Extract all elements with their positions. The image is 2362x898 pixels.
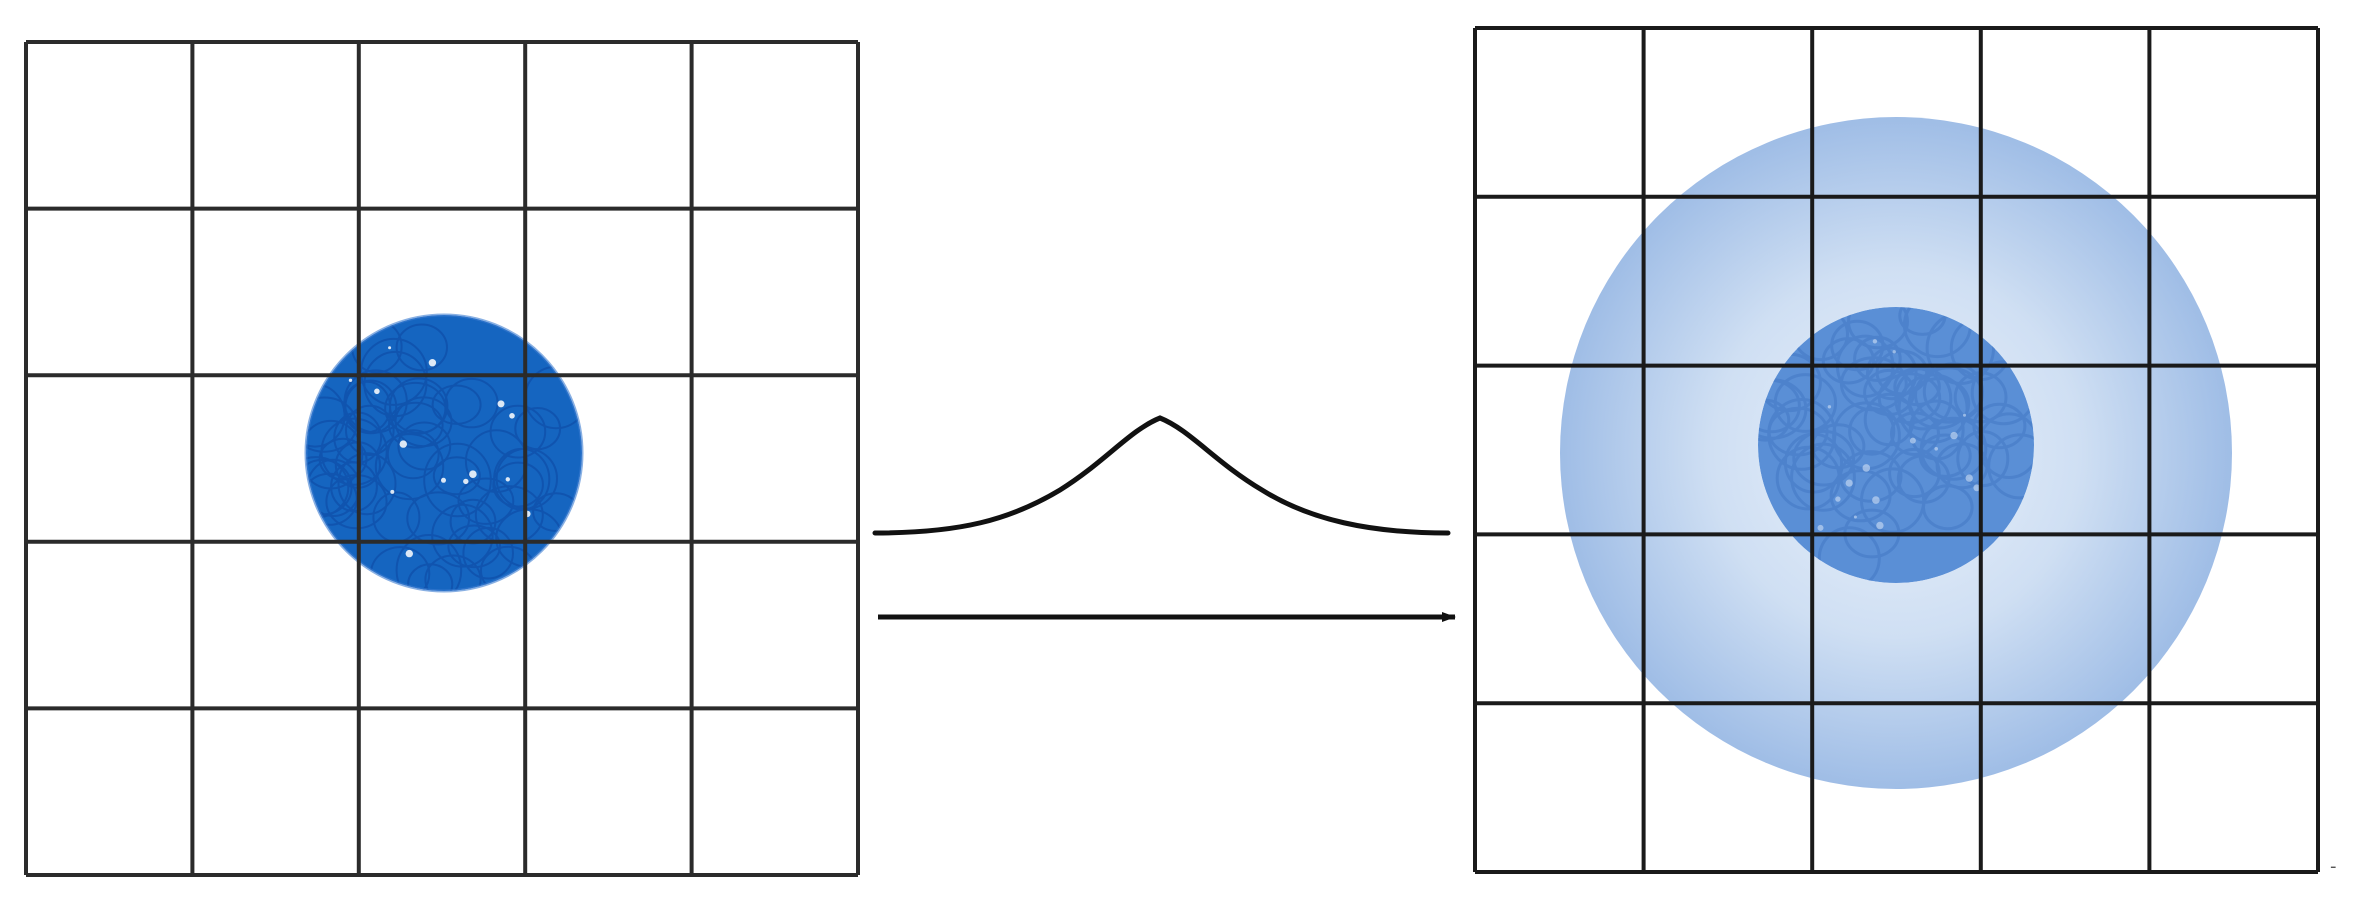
left-blob-outline <box>304 313 584 593</box>
right-blob-speck <box>1909 437 1916 444</box>
left-blob-cell <box>492 461 544 508</box>
right-blob-cell <box>1894 367 1953 431</box>
right-blob-speck <box>1872 339 1878 344</box>
left-blob-cell <box>447 524 502 569</box>
right-blob-speck <box>1817 524 1824 531</box>
right-blob-speck <box>1934 447 1938 451</box>
left-blob-cell <box>493 447 551 511</box>
right-blob-cell <box>1853 335 1902 382</box>
left-blob-speck <box>441 477 446 483</box>
right-blob-cell <box>1775 445 1841 511</box>
right-blob-cell <box>1922 484 1974 531</box>
right-blob-speck <box>1862 464 1871 472</box>
right-blob-cell <box>1877 372 1942 425</box>
left-grid <box>24 40 860 877</box>
left-blob-cell <box>386 429 440 480</box>
right-blob-cell <box>1972 402 2027 450</box>
right-blob-cell <box>1792 429 1856 487</box>
right-blob-cell <box>1863 368 1916 417</box>
left-blob-cell <box>431 503 494 568</box>
right-blob-cell <box>1908 399 1965 461</box>
left-blob-speck <box>497 400 505 408</box>
right-blob-cell <box>1773 373 1838 433</box>
left-blob-cell <box>395 323 448 372</box>
right-blob-speck <box>1973 484 1981 492</box>
right-blob-cell <box>1918 433 1972 478</box>
right-blob-cell <box>1767 398 1837 471</box>
left-blob-cell <box>432 456 481 496</box>
right-blob-cell <box>1848 406 1896 456</box>
right-blob-cell <box>1821 337 1876 385</box>
left-blob-speck <box>463 478 469 485</box>
left-blob-speck <box>388 346 392 350</box>
right-blob-cell <box>1790 442 1856 512</box>
left-panel <box>24 40 860 877</box>
right-blob-cell <box>1888 447 1941 499</box>
right-blob-speck <box>1965 474 1973 482</box>
left-blob-speck <box>469 470 477 479</box>
left-blob-speck <box>374 388 380 395</box>
right-blob-cell <box>1839 450 1903 503</box>
left-blob-cell <box>397 421 452 471</box>
left-blob-cell <box>306 419 364 490</box>
left-blob-cell <box>462 526 515 580</box>
right-grid <box>1473 26 2320 874</box>
left-blob-speck <box>509 413 515 419</box>
left-blob-cell <box>406 491 471 546</box>
right-blob-cell <box>1907 377 1971 430</box>
right-blob-cell <box>1897 373 1969 444</box>
right-blob-speck <box>1845 479 1853 487</box>
right-blob-cell <box>1866 346 1918 401</box>
right-blob-speck <box>1853 515 1857 519</box>
right-blob-cell <box>1767 406 1829 457</box>
left-blob-cell <box>360 337 428 406</box>
right-blob-cell <box>1847 307 1909 350</box>
right-blob-speck <box>1950 431 1958 440</box>
left-blob-cell <box>306 396 358 453</box>
right-blob-cell <box>1830 319 1885 372</box>
left-blob-cell <box>388 401 444 449</box>
left-blob-speck <box>405 549 413 558</box>
right-blob-speck <box>1827 405 1832 409</box>
left-blob-speck <box>399 440 407 448</box>
left-blob-cell <box>424 554 482 591</box>
left-blob-cell <box>514 407 562 451</box>
right-blob-speck <box>1872 496 1880 504</box>
left-blob-speck <box>428 359 437 367</box>
left-blob-cell <box>423 442 492 518</box>
right-blob-cell <box>1919 416 1988 481</box>
left-blob-speck <box>390 489 395 494</box>
right-blob-speck <box>1835 496 1841 502</box>
right-blob-cell <box>1970 360 2034 426</box>
left-blob-speck <box>505 477 510 482</box>
left-blob-cell <box>407 563 454 591</box>
corner-mark: ‐ <box>2330 856 2337 877</box>
left-blob-cell <box>320 417 388 486</box>
right-blob-cell <box>1893 367 1941 407</box>
right-blob-cell <box>1860 467 1926 534</box>
left-blob-speck <box>348 378 353 382</box>
right-blob-cell <box>1987 433 2034 500</box>
right-blob-cell <box>1817 526 1881 583</box>
right-blob-cell <box>1829 469 1892 523</box>
left-blob <box>306 315 582 591</box>
left-blob-cell <box>337 452 397 516</box>
right-panel: ‐ <box>1473 26 2337 877</box>
left-blob-cell <box>395 534 463 591</box>
right-blob-cell <box>1896 454 1951 504</box>
right-blob-speck <box>1876 521 1884 530</box>
left-blob-cell <box>345 404 395 456</box>
right-blob-cell <box>1890 411 1940 457</box>
right-blob-cell <box>1863 392 1915 447</box>
right-blob-cell <box>1935 442 1989 490</box>
right-blob-speck <box>1892 350 1896 354</box>
right-blob-speck <box>1963 413 1966 417</box>
right-blob-cell <box>1839 356 1908 412</box>
gaussian-kernel-curve <box>872 415 1451 536</box>
left-blob-cell <box>457 477 515 525</box>
right-blob-cell <box>1875 349 1929 396</box>
